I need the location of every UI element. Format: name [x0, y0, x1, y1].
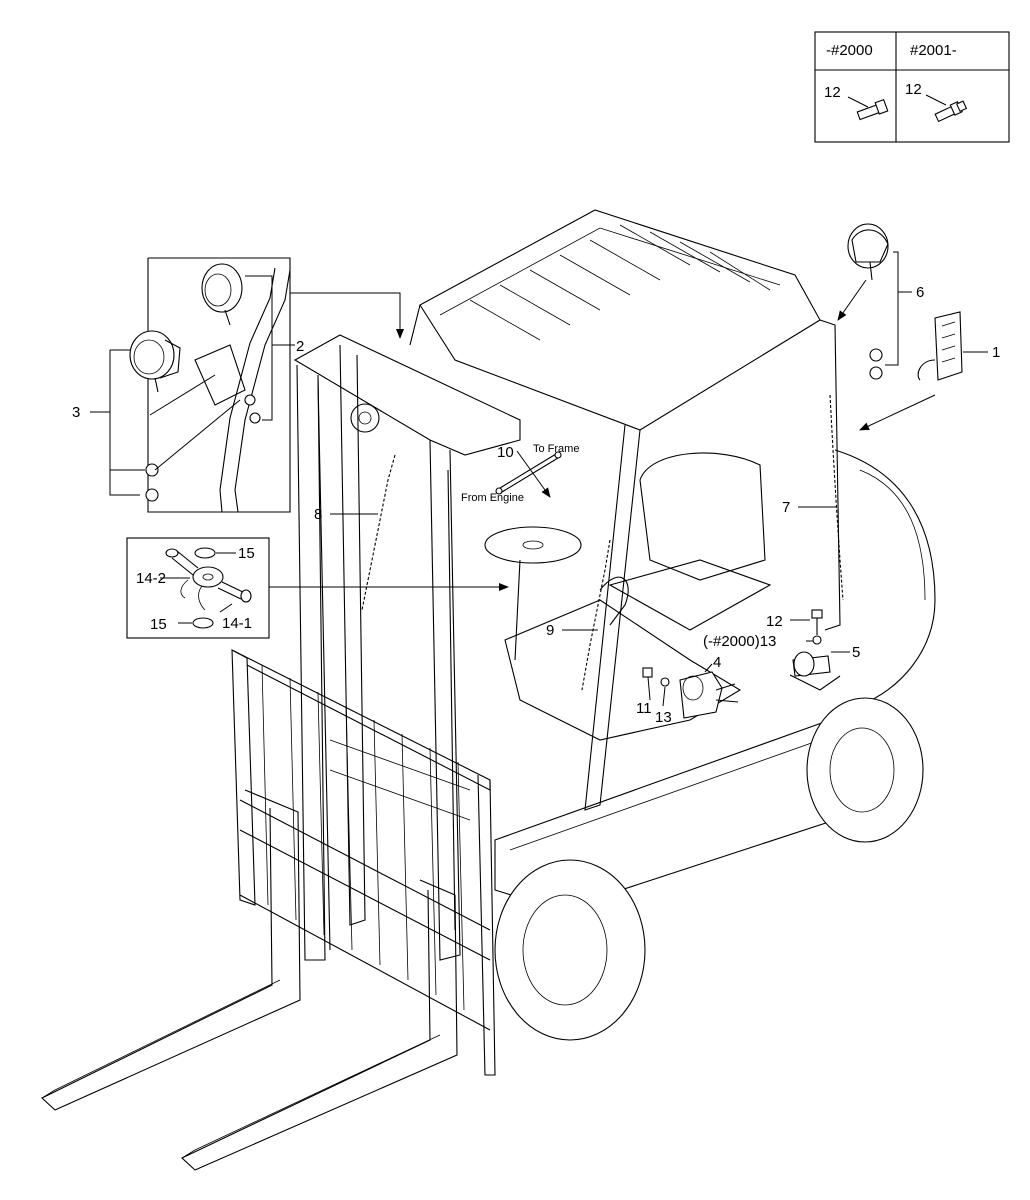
forklift-body: [409, 209, 936, 1041]
harness-9: 9: [546, 539, 629, 691]
callout-13: 13: [655, 709, 672, 726]
bolt-new-icon: [925, 94, 968, 123]
callout-6: 6: [916, 284, 924, 301]
horn-icon: [679, 671, 739, 719]
o-ring-top-icon: [194, 547, 216, 559]
callout-5: 5: [852, 644, 860, 661]
bolt-old-icon: [847, 96, 889, 121]
serial-header-old: -#2000: [826, 42, 873, 59]
horn-parts: 12 (-#2000)13 5 4 11 13: [636, 609, 860, 726]
callout-8: 8: [314, 506, 322, 523]
work-light-round-icon: [201, 263, 243, 326]
work-light-square-icon: [129, 330, 181, 393]
callout-14-2: 14-2: [136, 570, 166, 587]
serial-cell-new-label: 12: [905, 81, 922, 98]
hose-10: 10 To Frame From Engine: [461, 443, 579, 504]
tee-fitting-icon: [165, 548, 252, 611]
callout-9: 9: [546, 622, 554, 639]
callout-15-bottom: 15: [150, 616, 167, 633]
callout-15-top: 15: [238, 545, 255, 562]
note-to-frame: To Frame: [533, 443, 579, 455]
serial-table: -#2000 #2001- 12 12: [814, 31, 1010, 143]
bolt-11-icon: [642, 667, 653, 678]
callout-3: 3: [72, 404, 80, 421]
harness-8: 8: [314, 454, 396, 611]
rear-work-light-icon: [847, 223, 889, 281]
mast: [293, 334, 521, 961]
bolt-12-icon: [811, 609, 823, 635]
serial-cell-old-label: 12: [824, 84, 841, 101]
callout-2: 2: [296, 338, 304, 355]
tail-lamp-icon: [917, 311, 963, 381]
inset-tee-fitting: 15 14-2 14-1 15: [126, 537, 509, 639]
callout-13-old: (-#2000)13: [703, 633, 776, 650]
forks: [41, 789, 458, 1171]
serial-header-new: #2001-: [910, 42, 957, 59]
callout-12: 12: [766, 613, 783, 630]
callout-10: 10: [497, 444, 514, 461]
load-backrest: [231, 649, 496, 1076]
rear-lamps: 7 6 1: [782, 223, 1000, 601]
callout-14-1: 14-1: [222, 615, 252, 632]
inset-front-lights: 2 3: [72, 257, 404, 513]
callout-4: 4: [713, 654, 721, 671]
callout-1: 1: [992, 344, 1000, 361]
washer-13b-icon: [660, 677, 670, 687]
o-ring-bottom-icon: [192, 617, 214, 629]
callout-11: 11: [636, 700, 652, 717]
buzzer-icon: [789, 651, 841, 691]
callout-7: 7: [782, 499, 790, 516]
washer-13-icon: [812, 635, 822, 645]
note-from-engine: From Engine: [461, 492, 524, 504]
